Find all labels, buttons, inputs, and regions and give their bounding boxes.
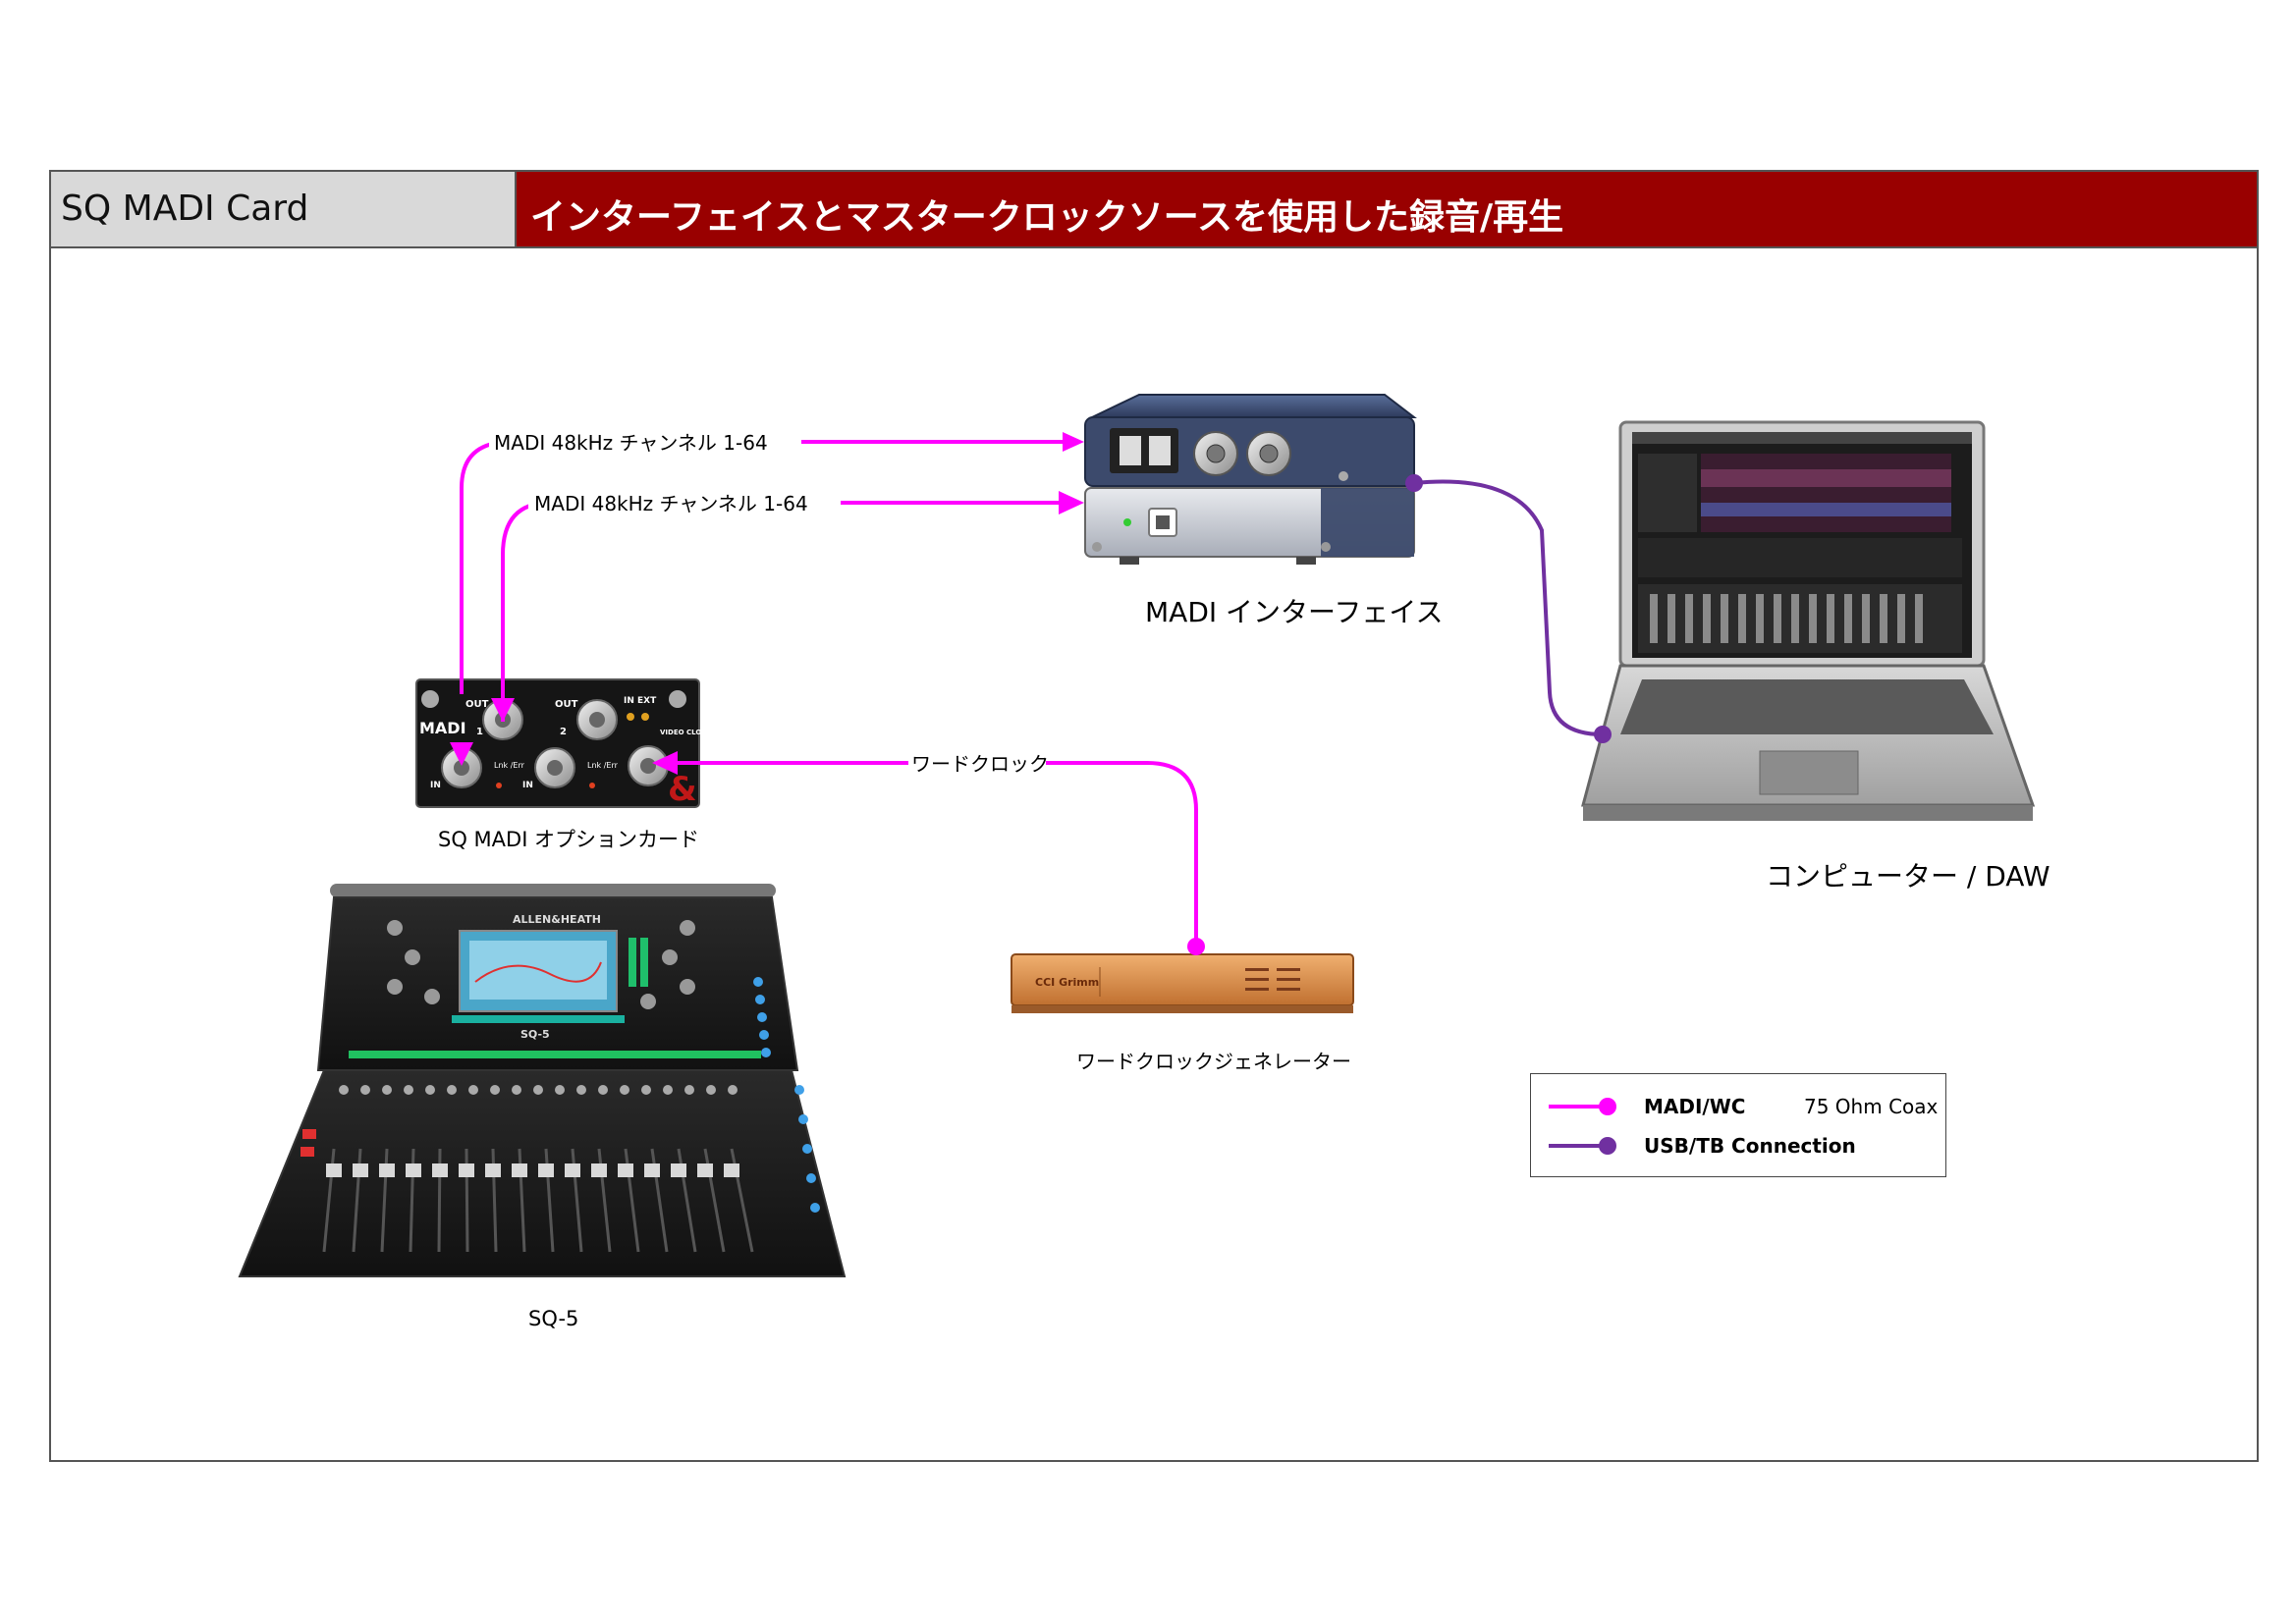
card-port2-label: 2	[560, 727, 567, 737]
legend-madi-label: MADI/WC	[1644, 1095, 1745, 1118]
card-in-text-1: IN	[430, 781, 441, 790]
madi-in-arrow	[1059, 491, 1084, 514]
sq5-mixing-console: ALLEN&HEATH SQ-5	[238, 884, 847, 1277]
usb-endpoint-interface	[1405, 474, 1423, 492]
title-header: インターフェイスとマスタークロックソースを使用した録音/再生	[517, 172, 2257, 248]
madi-out-card-arrow	[450, 742, 473, 766]
madi-interface-device	[1084, 394, 1417, 565]
legend-madi-dot	[1599, 1098, 1616, 1115]
wordclock-gen-label: ワードクロックジェネレーター	[1076, 1050, 1351, 1073]
grimm-brand-text: CCI Grimm	[1035, 976, 1099, 989]
card-lnk-text-2: Lnk /Err	[587, 761, 619, 770]
madi-out-label: MADI 48kHz チャンネル 1-64	[494, 431, 768, 455]
wordclock-gen-endpoint	[1187, 938, 1205, 955]
madi-interface-label: MADI インターフェイス	[1145, 596, 1444, 628]
card-video-clock-text: VIDEO CLOCK	[660, 729, 712, 736]
wordclock-generator-device: CCI Grimm	[1011, 953, 1354, 1013]
madi-in-label: MADI 48kHz チャンネル 1-64	[534, 492, 808, 515]
card-in-text-2: IN	[522, 781, 533, 790]
console-label: SQ-5	[528, 1307, 578, 1330]
product-header: SQ MADI Card	[51, 172, 517, 248]
legend-usb-dot	[1599, 1137, 1616, 1155]
laptop-computer	[1581, 420, 2036, 821]
card-lnk-text-1: Lnk /Err	[494, 761, 525, 770]
product-name: SQ MADI Card	[61, 189, 309, 229]
madi-out-cable	[460, 440, 1070, 694]
legend-graphics: MADI/WC 75 Ohm Coax USB/TB Connection	[1549, 1095, 1939, 1158]
legend-box: MADI/WC 75 Ohm Coax USB/TB Connection	[1530, 1073, 1946, 1177]
legend-usb-label: USB/TB Connection	[1644, 1134, 1856, 1158]
usb-cable	[1413, 479, 1604, 736]
computer-label: コンピューター / DAW	[1766, 860, 2050, 893]
card-madi-text: MADI	[419, 719, 466, 737]
wordclock-cable	[668, 761, 1198, 947]
wordclock-arrow	[652, 751, 678, 775]
card-in-ext-text: IN EXT	[624, 696, 657, 706]
card-out-text-1: OUT	[465, 699, 489, 710]
allen-heath-logo-mark: &	[668, 770, 697, 809]
madi-in-card-arrow	[491, 698, 515, 722]
wordclock-label: ワードクロック	[911, 752, 1049, 776]
card-port1-label: 1	[476, 727, 483, 737]
console-brand-text: ALLEN&HEATH	[513, 913, 601, 926]
sq-madi-option-card: MADI OUT OUT IN EXT VIDEO CLOCK 1 2 IN I…	[415, 678, 712, 809]
console-model-text: SQ-5	[520, 1028, 550, 1041]
madi-out-arrow	[1063, 432, 1084, 452]
card-out-text-2: OUT	[555, 699, 578, 710]
page-title: インターフェイスとマスタークロックソースを使用した録音/再生	[530, 197, 1564, 238]
legend-madi-cable: 75 Ohm Coax	[1804, 1095, 1939, 1118]
usb-endpoint-laptop	[1594, 726, 1612, 743]
option-card-label: SQ MADI オプションカード	[438, 828, 699, 851]
